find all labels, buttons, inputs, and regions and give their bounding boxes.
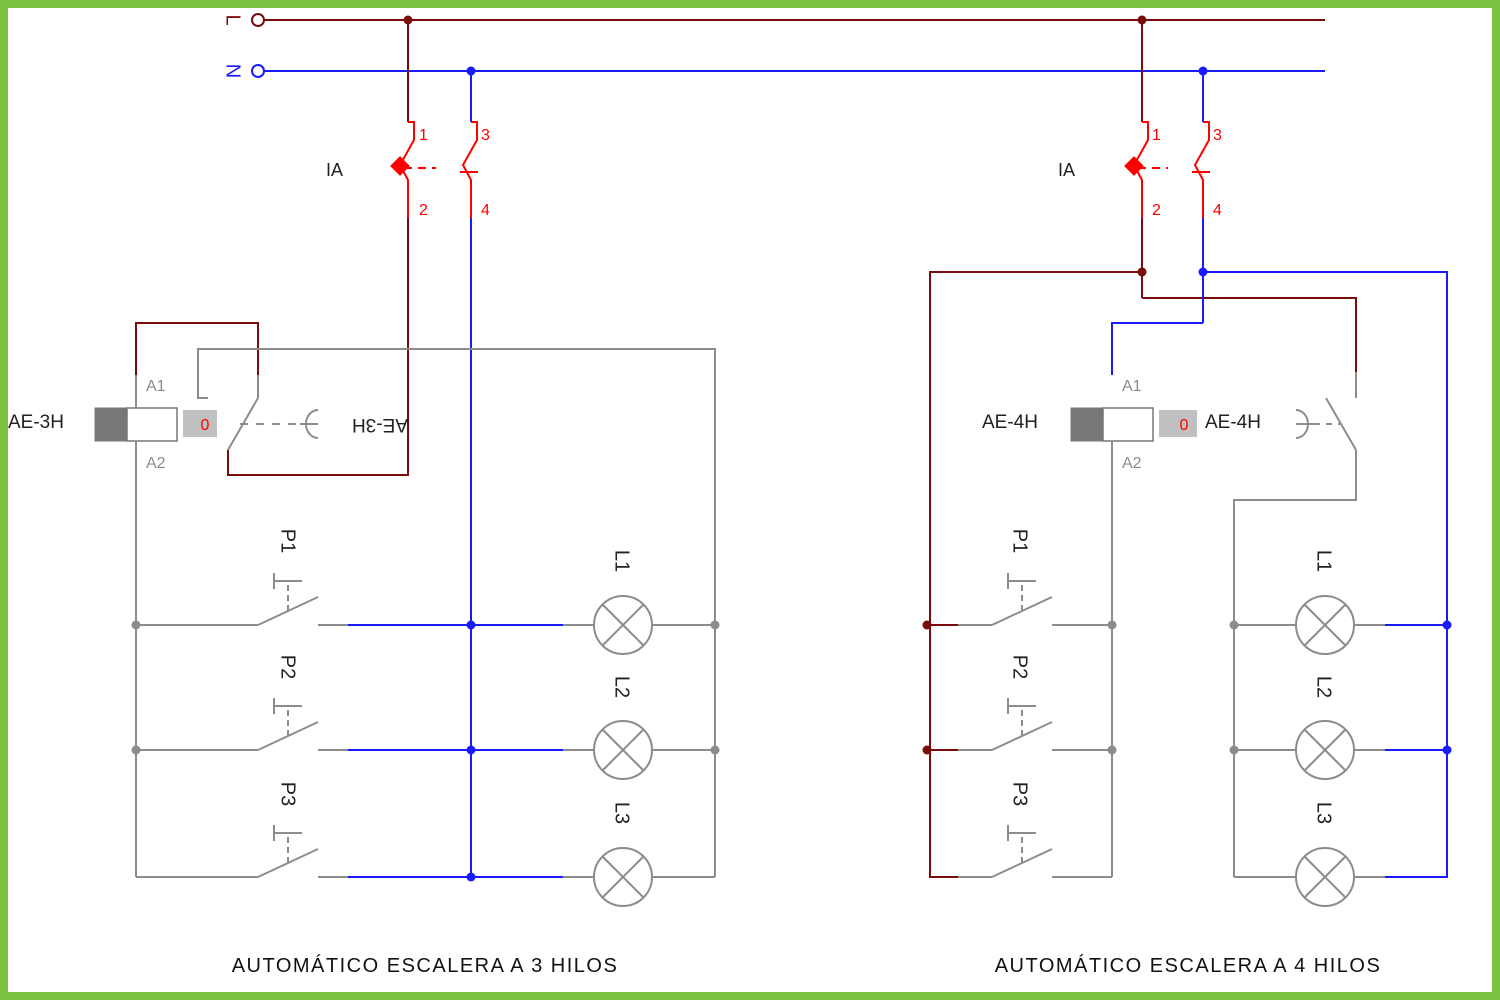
breaker-handle-icon xyxy=(1124,156,1144,176)
pushbutton-label: P2 xyxy=(277,655,299,679)
lamp-label: L2 xyxy=(1313,676,1335,698)
left-row-1: P1 L1 xyxy=(131,529,720,655)
right-circuit: IA 1 2 3 4 AE-4H 0 AE-4H A1 A2 xyxy=(922,15,1452,977)
terminal-label: 4 xyxy=(481,202,490,219)
right-timer-coil[interactable]: 0 AE-4H A1 A2 xyxy=(982,378,1197,472)
terminal-label: 4 xyxy=(1213,202,1222,219)
right-caption: AUTOMÁTICO ESCALERA A 4 HILOS xyxy=(995,954,1382,977)
phase-label: L xyxy=(222,14,244,25)
terminal-label: 1 xyxy=(419,127,428,144)
terminal-label: 2 xyxy=(1152,202,1161,219)
right-timer-contact-label: AE-4H xyxy=(1205,412,1261,433)
terminal-label: 3 xyxy=(1213,127,1222,144)
left-row-2: P2 L2 xyxy=(131,655,720,780)
breaker-handle-icon xyxy=(390,156,410,176)
right-breaker[interactable]: IA 1 2 3 4 xyxy=(1058,15,1222,220)
right-row-3: P3 L3 xyxy=(958,782,1385,907)
lamp-l2 xyxy=(1295,720,1355,780)
pushbutton-p3[interactable] xyxy=(961,824,1053,878)
left-row-3: P3 L3 xyxy=(136,782,715,907)
coil-terminal-a2: A2 xyxy=(146,455,166,472)
neutral-label: N xyxy=(222,64,244,78)
lamp-label: L3 xyxy=(611,802,633,824)
lamp-l1 xyxy=(1295,595,1355,655)
lamp-l2 xyxy=(593,720,653,780)
right-row-2: P2 L2 xyxy=(922,655,1452,780)
left-breaker-label: IA xyxy=(326,160,343,180)
lamp-label: L1 xyxy=(611,550,633,572)
lamp-label: L2 xyxy=(611,676,633,698)
left-caption: AUTOMÁTICO ESCALERA A 3 HILOS xyxy=(232,954,619,977)
right-breaker-label: IA xyxy=(1058,160,1075,180)
lamp-l3 xyxy=(1295,847,1355,907)
mains: L N xyxy=(222,13,1325,78)
pushbutton-p1[interactable] xyxy=(961,572,1053,626)
right-row-1: P1 L1 xyxy=(922,529,1452,655)
coil-terminal-a1: A1 xyxy=(1122,378,1142,395)
lamp-l3 xyxy=(593,847,653,907)
lamp-label: L3 xyxy=(1313,802,1335,824)
right-timer-display xyxy=(1159,410,1197,437)
left-timer-display xyxy=(183,410,217,437)
left-circuit: IA 1 2 3 4 AE-3H 0 AE-3H A1 A2 xyxy=(8,15,720,977)
pushbutton-p1[interactable] xyxy=(227,572,319,626)
lamp-l1 xyxy=(593,595,653,655)
right-timer-label: AE-4H xyxy=(982,412,1038,433)
pushbutton-label: P1 xyxy=(277,529,299,553)
pushbutton-label: P3 xyxy=(1009,782,1031,806)
pushbutton-label: P3 xyxy=(277,782,299,806)
left-timer-coil[interactable]: 0 AE-3H A1 A2 xyxy=(8,375,217,472)
pushbutton-p3[interactable] xyxy=(227,824,319,878)
coil-terminal-a1: A1 xyxy=(146,378,166,395)
right-timer-value: 0 xyxy=(1180,417,1189,434)
terminal-label: 2 xyxy=(419,202,428,219)
lamp-label: L1 xyxy=(1313,550,1335,572)
pushbutton-label: P1 xyxy=(1009,529,1031,553)
left-timer-label: AE-3H xyxy=(8,412,64,433)
terminal-label: 3 xyxy=(481,127,490,144)
pushbutton-p2[interactable] xyxy=(961,697,1053,751)
pushbutton-p2[interactable] xyxy=(227,697,319,751)
terminal-label: 1 xyxy=(1152,127,1161,144)
left-breaker[interactable]: IA 1 2 3 4 xyxy=(326,15,490,220)
left-timer-value: 0 xyxy=(201,417,210,434)
pushbutton-label: P2 xyxy=(1009,655,1031,679)
left-timer-contact-label: AE-3H xyxy=(352,414,408,435)
coil-terminal-a2: A2 xyxy=(1122,455,1142,472)
